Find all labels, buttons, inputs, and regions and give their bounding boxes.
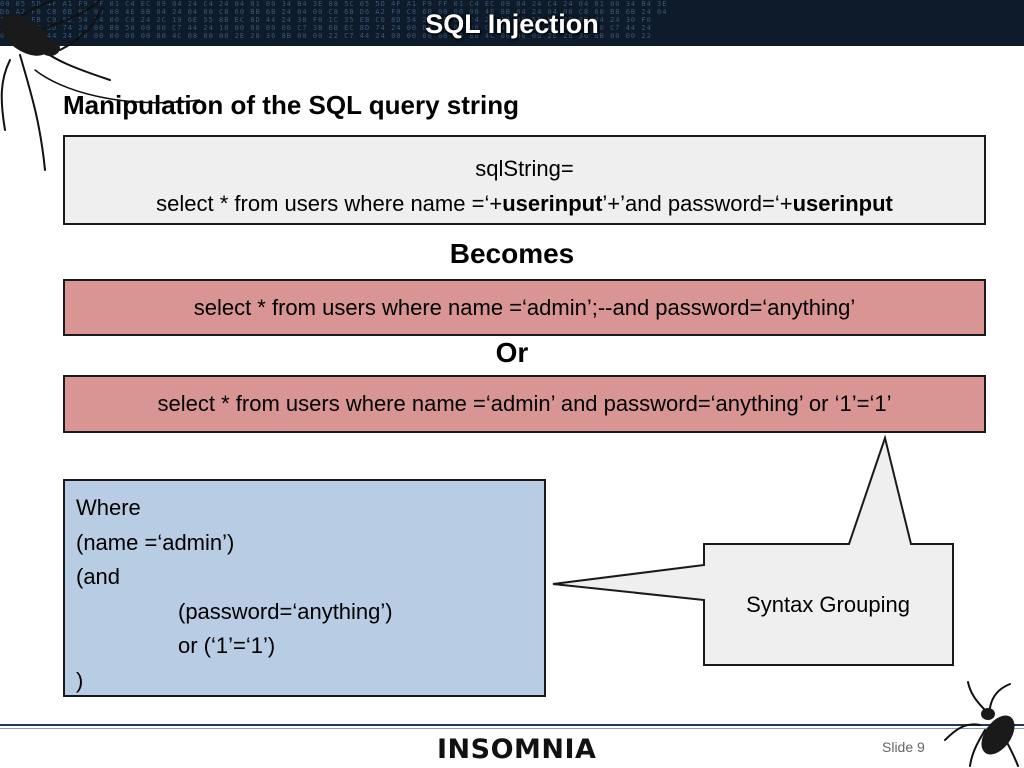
userinput-token: userinput [792, 191, 893, 216]
slide-subtitle: Manipulation of the SQL query string [63, 90, 519, 120]
sql-query-box: sqlString= select * from users where nam… [63, 135, 986, 225]
injection-example-comment: select * from users where name =‘admin’;… [63, 279, 986, 336]
callout-label: Syntax Grouping [746, 592, 910, 617]
footer-divider-thin [0, 728, 1024, 729]
where-grouping-box: Where (name =‘admin’) (and (password=‘an… [63, 479, 546, 697]
where-line: (and [76, 564, 121, 589]
slide-header: 00 05 5D 4F A1 F9 FF 01 C4 EC 09 04 24 C… [0, 0, 1024, 46]
or-label: Or [495, 337, 529, 368]
sql-string-label: sqlString= [475, 156, 574, 181]
slide-title: SQL Injection [425, 9, 599, 39]
where-line: ) [76, 667, 84, 693]
slide-number: Slide 9 [882, 739, 925, 755]
where-line: (password=‘anything’) [178, 598, 393, 624]
where-line: or (‘1’=‘1’) [178, 633, 276, 658]
footer-divider [0, 724, 1024, 726]
where-line: (name =‘admin’) [76, 529, 235, 555]
cockroach-icon [944, 681, 1019, 767]
injection-example-tautology: select * from users where name =‘admin’ … [63, 375, 986, 433]
becomes-label: Becomes [449, 238, 575, 269]
where-line: Where [76, 495, 141, 520]
userinput-token: userinput [502, 191, 603, 216]
cockroach-icon [0, 0, 200, 171]
sql-string-template: select * from users where name =‘+userin… [156, 191, 893, 216]
insomnia-logo: INSOMNIA [437, 734, 597, 765]
